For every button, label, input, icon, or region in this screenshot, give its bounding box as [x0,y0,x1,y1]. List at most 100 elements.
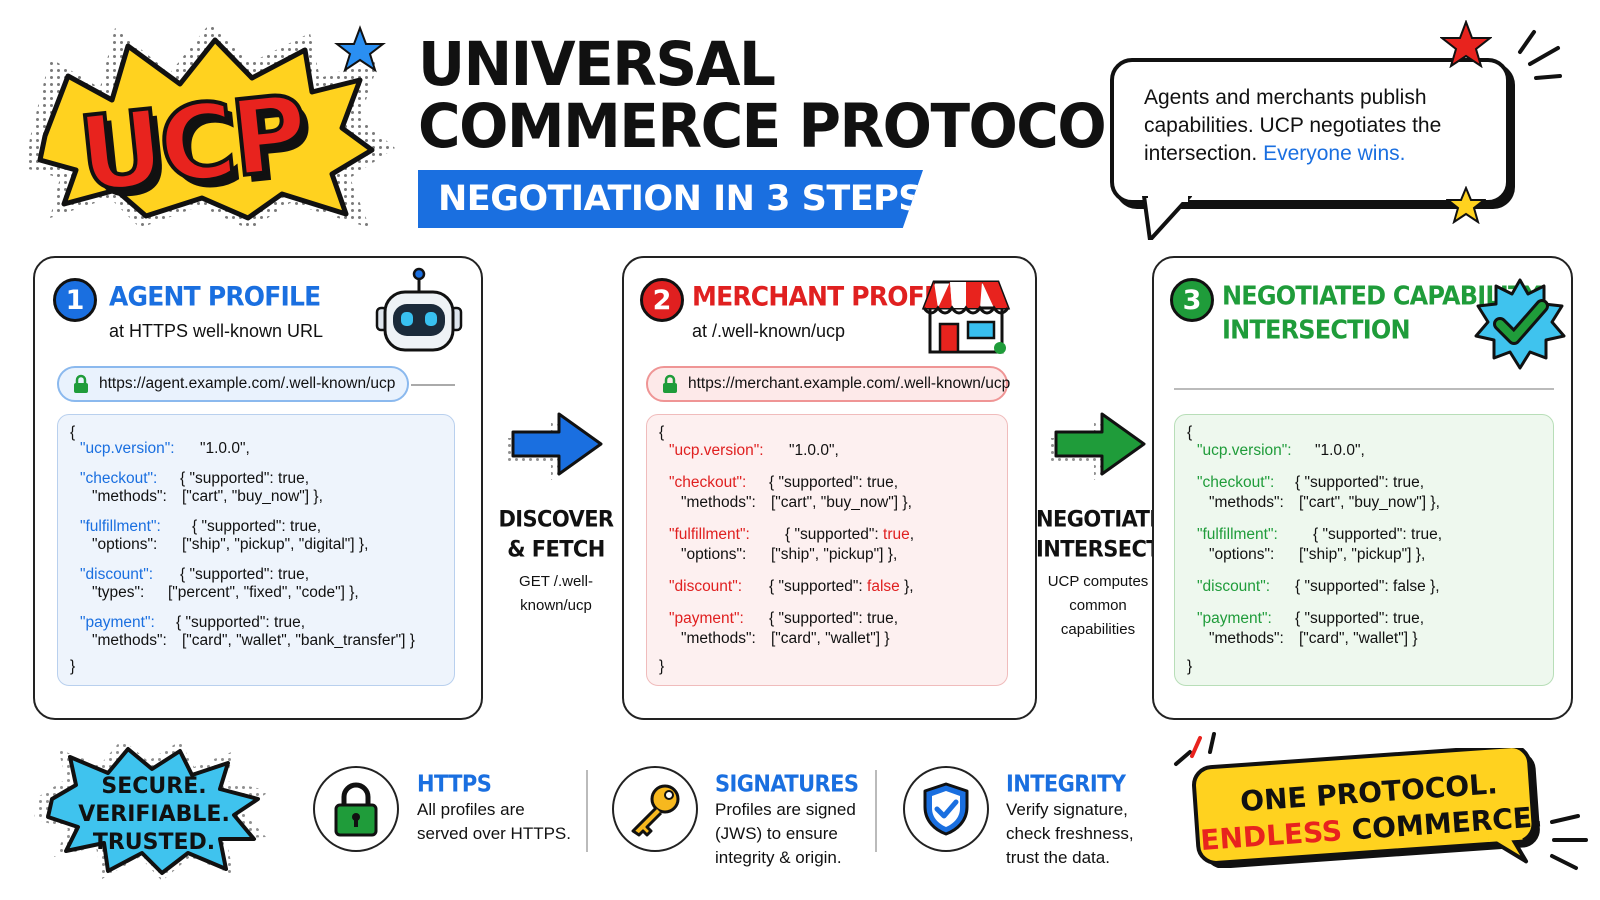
integrity-feature-circle [903,766,989,852]
json-val-payment: { "supported": true, [1295,610,1425,627]
discover-note: GET /.well-known/ucp [519,573,593,614]
card3-divider [1174,388,1554,390]
json-key-fulfillment: "fulfillment": [80,518,161,535]
json-key-discount: "discount": [1197,578,1271,595]
negotiate-note-line2: common [1069,597,1127,614]
negotiate-note-line3: capabilities [1060,621,1136,638]
ucp-burst-graphic: UCP UCP [25,23,395,230]
json-val-fulfillment: { "supported": true, [1313,526,1443,543]
json-val-discount: { "supported": true, [180,566,310,583]
speech-text: Agents and merchants publish capabilitie… [1144,86,1442,165]
tagline-burst-lines-left [1174,732,1216,766]
burst-line-1: SECURE. [101,774,206,799]
json-open: { [1187,424,1193,441]
footer-divider-1 [586,770,588,852]
json-open: { [70,424,76,441]
json-val-options: ["ship", "pickup"] }, [1299,546,1426,563]
discover-label: DISCOVER & FETCH [496,504,616,563]
json-val-fulfillment: { "supported": true, [785,525,914,544]
signatures-feature-circle [612,766,698,852]
json-val-checkout: { "supported": true, [180,470,310,487]
speech-tail [1142,196,1192,240]
agent-profile-card: 1 AGENT PROFILE at HTTPS well-known URL … [33,256,483,720]
agent-profile-subtitle: at HTTPS well-known URL [109,321,324,341]
json-val-options: ["ship", "pickup", "digital"] }, [182,536,369,553]
https-desc: All profiles are served over HTTPS. [417,798,571,846]
secure-burst: SECURE. VERIFIABLE. TRUSTED. [30,735,280,885]
json-key-methods: "methods": [92,488,167,505]
blue-star-icon [334,25,386,73]
negotiate-arrow-icon [1048,412,1146,480]
json-key-pay-methods: "methods": [92,632,167,649]
discover-line2: & FETCH [507,536,605,562]
storefront-icon [921,280,1011,354]
discount-pre: { "supported": [769,578,863,595]
signatures-title: SIGNATURES [715,771,859,797]
step-1-badge: 1 [53,278,97,322]
shield-check-icon [923,782,969,836]
agent-profile-title: AGENT PROFILE [109,280,321,313]
agent-json-block: { "ucp.version": "1.0.0", "checkout": { … [57,414,455,686]
intersection-json-block: { "ucp.version": "1.0.0", "checkout": { … [1174,414,1554,686]
json-val-methods: ["cart", "buy_now"] }, [771,494,912,511]
json-val-pay-methods: ["card", "wallet", "bank_transfer"] } [182,632,415,649]
fulfillment-flag: true [883,526,910,543]
discount-flag: false [867,578,900,595]
yellow-star-icon [1446,186,1486,224]
signatures-desc-line2: (JWS) to ensure [715,824,838,843]
padlock-icon [334,782,378,837]
fulfillment-post: , [909,526,915,543]
json-key-methods: "methods": [681,494,756,511]
json-val-pay-methods: ["card", "wallet"] } [771,630,890,647]
footer-divider-2 [875,770,877,852]
json-key-pay-methods: "methods": [1209,630,1284,647]
json-key-discount: "discount": [80,566,154,583]
json-close: } [1187,658,1193,675]
subtitle-text: NEGOTIATION IN 3 STEPS [438,179,923,219]
negotiated-intersection-card: 3 NEGOTIATED CAPABILITY INTERSECTION { "… [1152,256,1573,720]
checkmark-badge-icon [1474,278,1566,370]
json-val-version: "1.0.0", [789,442,839,459]
signatures-desc: Profiles are signed (JWS) to ensure inte… [715,798,856,870]
json-key-checkout: "checkout": [80,470,158,487]
json-key-fulfillment: "fulfillment": [669,526,750,543]
json-key-checkout: "checkout": [1197,474,1275,491]
json-key-options: "options": [1209,546,1275,563]
https-desc-line2: served over HTTPS. [417,824,571,843]
negotiate-note: UCP computes common capabilities [1036,570,1160,642]
json-close: } [659,658,665,675]
json-key-payment: "payment": [1197,610,1272,627]
integrity-desc-line2: check freshness, [1006,824,1134,843]
speech-highlight: Everyone wins. [1263,142,1406,165]
merchant-profile-title: MERCHANT PROFILE [692,280,965,313]
ucp-logo: UCP UCP [20,18,400,233]
tagline-burst-lines-right [1550,814,1588,870]
negotiate-line1: NEGOTIATE [1036,506,1164,532]
lock-icon [663,374,677,393]
discount-post: }, [899,578,914,595]
json-val-version: "1.0.0", [1315,442,1365,459]
json-val-checkout: { "supported": true, [1295,474,1425,491]
agent-url-field[interactable]: https://agent.example.com/.well-known/uc… [57,366,409,402]
merchant-url-field[interactable]: https://merchant.example.com/.well-known… [646,366,1010,402]
title-line-2: COMMERCE PROTOCOL [418,90,1142,162]
integrity-desc-line3: trust the data. [1006,848,1110,867]
lock-icon [74,374,88,393]
json-key-checkout: "checkout": [669,474,747,491]
red-star-icon [1440,20,1492,68]
burst-line-2: VERIFIABLE. [78,802,230,827]
negotiate-note-line1: UCP computes [1047,573,1149,590]
url-connector-line [411,384,455,386]
json-key-version: "ucp.version": [669,442,764,459]
burst-lines-decoration [1518,30,1562,80]
json-key-options: "options": [681,546,747,563]
json-key-methods: "methods": [1209,494,1284,511]
title-line-1: UNIVERSAL [418,28,776,100]
signatures-desc-line3: integrity & origin. [715,848,842,867]
json-val-fulfillment: { "supported": true, [192,518,322,535]
speech-bubble: Agents and merchants publish capabilitie… [1110,58,1510,204]
robot-icon [375,267,463,352]
intersection-title-line2: INTERSECTION [1222,314,1411,346]
json-key-payment: "payment": [80,614,155,631]
json-val-pay-methods: ["card", "wallet"] } [1299,630,1418,647]
